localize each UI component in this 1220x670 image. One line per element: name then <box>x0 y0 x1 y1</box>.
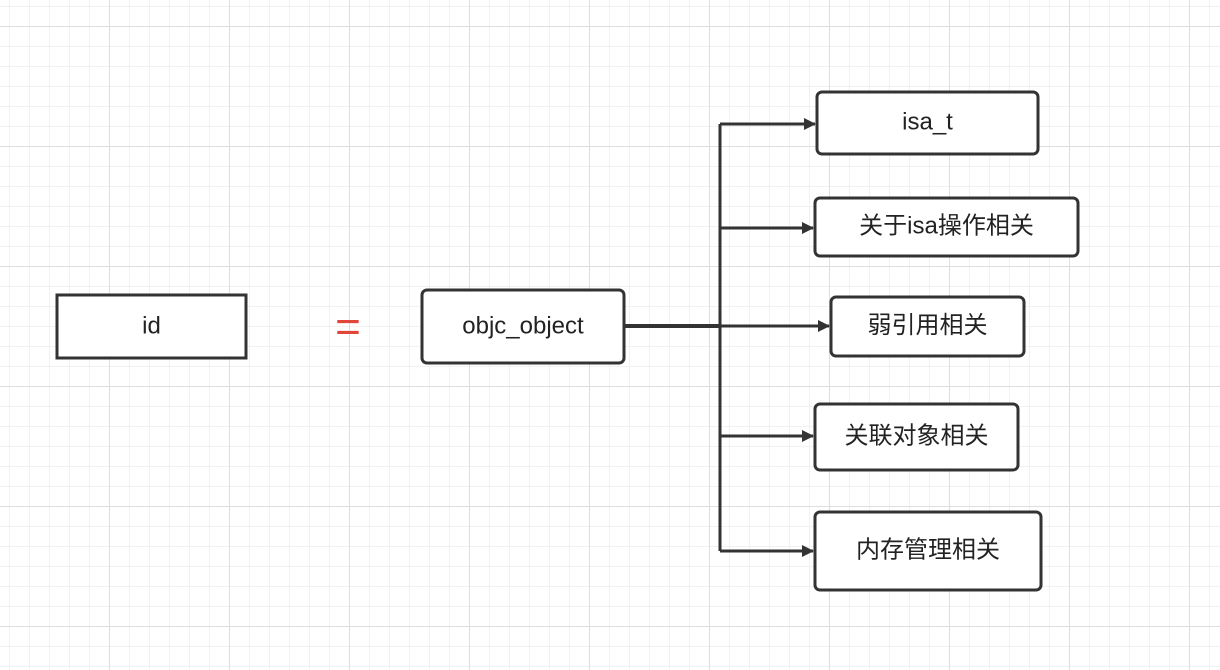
node-memory-mgmt-label: 内存管理相关 <box>856 536 1000 563</box>
node-isa-ops-box <box>813 196 1080 258</box>
node-weak-ref-box <box>829 295 1026 358</box>
node-isa-ops: 关于isa操作相关 <box>813 196 1080 258</box>
node-id-box <box>55 293 248 360</box>
node-id: id <box>55 293 248 360</box>
node-id-label: id <box>142 312 161 339</box>
node-assoc-obj: 关联对象相关 <box>813 402 1020 472</box>
node-assoc-obj-label: 关联对象相关 <box>845 422 989 449</box>
node-isa-ops-label: 关于isa操作相关 <box>859 212 1034 239</box>
node-weak-ref: 弱引用相关 <box>829 295 1026 358</box>
equals-sign: = <box>335 303 361 352</box>
node-memory-mgmt-box <box>813 510 1043 592</box>
node-isa-t-box <box>815 90 1040 156</box>
node-weak-ref-label: 弱引用相关 <box>868 312 988 339</box>
connectors <box>624 118 830 557</box>
node-objc-object-label: objc_object <box>462 312 584 339</box>
node-isa-t: isa_t <box>815 90 1040 156</box>
node-objc-object: objc_object <box>420 288 626 365</box>
node-assoc-obj-box <box>813 402 1020 472</box>
node-isa-t-label: isa_t <box>902 108 953 135</box>
node-memory-mgmt: 内存管理相关 <box>813 510 1043 592</box>
